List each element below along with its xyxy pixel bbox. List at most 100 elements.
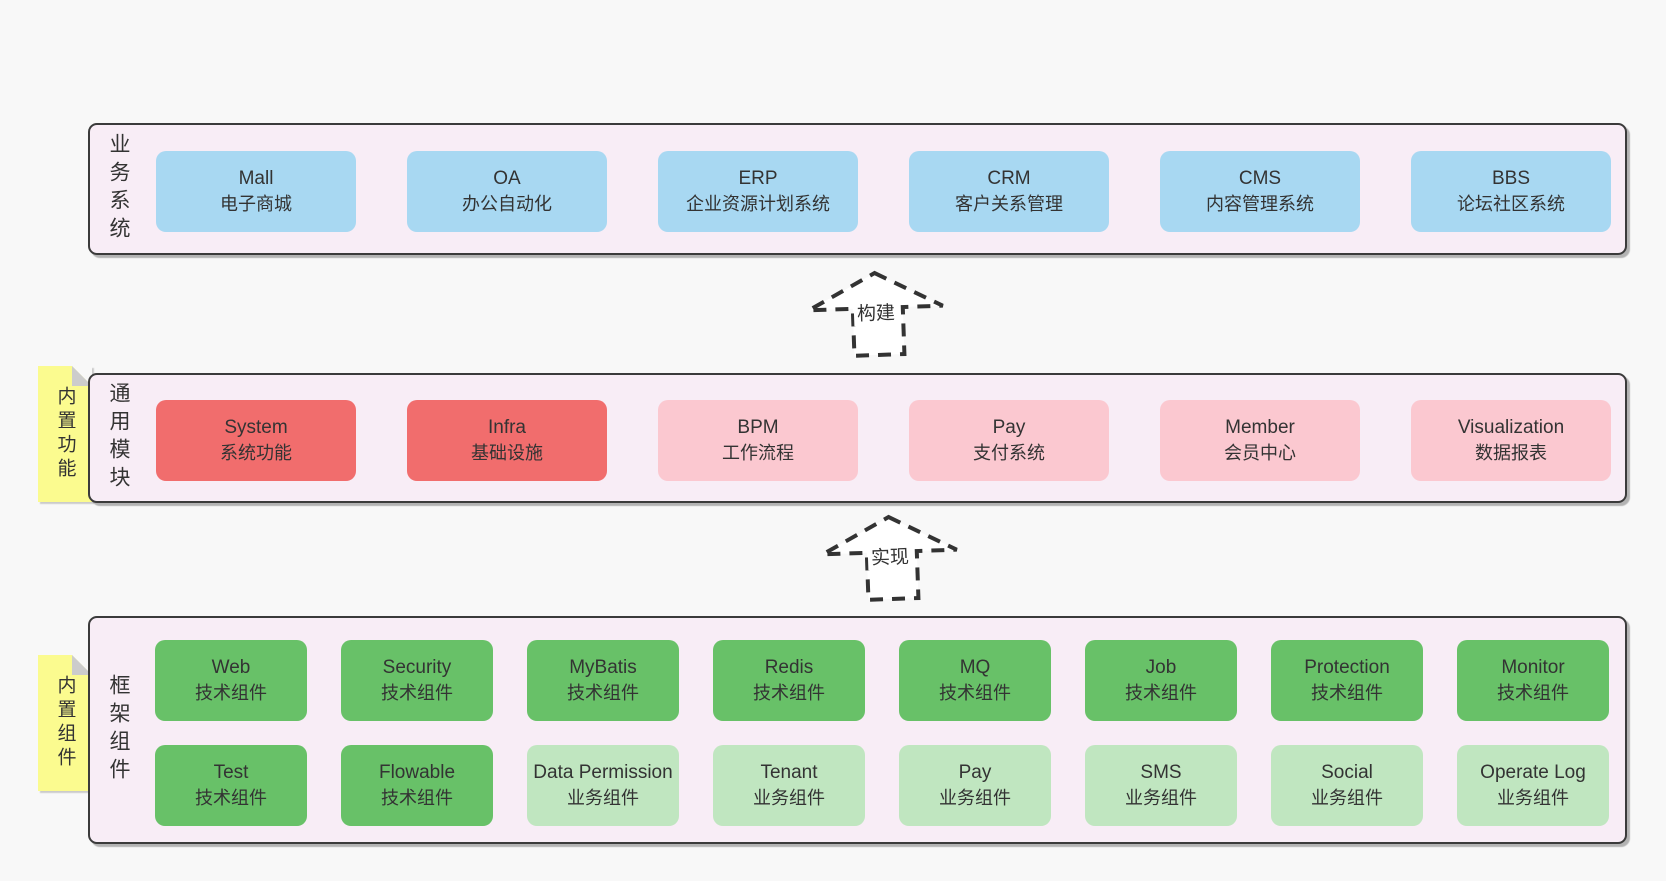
box-title: OA [493,167,521,189]
sticky-note-builtin-features: 内置功能 [38,366,92,502]
sticky-note-label: 内置组件 [54,675,76,771]
box-subtitle: 技术组件 [1497,683,1569,704]
box-subtitle: 技术组件 [195,683,267,704]
box-subtitle: 业务组件 [753,788,825,809]
box-subtitle: 内容管理系统 [1206,194,1314,215]
box-tenant: Tenant 业务组件 [713,745,865,826]
box-subtitle: 技术组件 [381,683,453,704]
box-mall: Mall 电子商城 [156,151,356,232]
box-subtitle: 系统功能 [220,443,292,464]
components-box-row-2: Test 技术组件 Flowable 技术组件 Data Permission … [155,745,1609,826]
box-subtitle: 业务组件 [1125,788,1197,809]
box-title: Visualization [1457,416,1565,438]
implement-arrow: 实现 [819,512,962,605]
box-subtitle: 技术组件 [939,683,1011,704]
box-title: MyBatis [569,656,637,678]
box-title: Redis [764,656,814,678]
box-infra: Infra 基础设施 [407,400,607,481]
box-pay-component: Pay 业务组件 [899,745,1051,826]
box-title: Pay [958,761,992,783]
box-security: Security 技术组件 [341,640,493,721]
layer-framework-components: 框架组件 Web 技术组件 Security 技术组件 MyBatis 技术组件… [88,616,1627,844]
layer-label: 业务系统 [107,133,130,245]
box-system: System 系统功能 [156,400,356,481]
box-subtitle: 办公自动化 [462,194,552,215]
build-arrow: 构建 [805,268,948,361]
build-arrow-label: 构建 [853,297,899,327]
box-title: Pay [992,416,1026,438]
box-title: System [224,416,288,438]
layer-label: 通用模块 [107,382,130,494]
box-social: Social 业务组件 [1271,745,1423,826]
box-title: MQ [959,656,991,678]
box-title: CRM [987,167,1031,189]
box-title: Member [1225,416,1295,438]
box-title: BPM [737,416,779,438]
sticky-note-label: 内置功能 [54,386,76,482]
box-subtitle: 论坛社区系统 [1457,194,1565,215]
box-title: Protection [1304,656,1390,678]
box-title: CMS [1238,167,1282,189]
box-subtitle: 工作流程 [722,443,794,464]
box-data-permission: Data Permission 业务组件 [527,745,679,826]
box-mq: MQ 技术组件 [899,640,1051,721]
box-title: SMS [1140,761,1182,783]
box-subtitle: 客户关系管理 [955,194,1063,215]
layer-label: 框架组件 [107,674,130,786]
box-subtitle: 会员中心 [1224,443,1296,464]
business-box-row: Mall 电子商城 OA 办公自动化 ERP 企业资源计划系统 CRM 客户关系… [156,151,1611,232]
box-bpm: BPM 工作流程 [658,400,858,481]
box-visualization: Visualization 数据报表 [1411,400,1611,481]
box-subtitle: 业务组件 [1497,788,1569,809]
box-cms: CMS 内容管理系统 [1160,151,1360,232]
layer-common-modules: 通用模块 System 系统功能 Infra 基础设施 BPM 工作流程 Pay… [88,373,1627,503]
box-mybatis: MyBatis 技术组件 [527,640,679,721]
box-operate-log: Operate Log 业务组件 [1457,745,1609,826]
box-subtitle: 业务组件 [939,788,1011,809]
layer-business-systems: 业务系统 Mall 电子商城 OA 办公自动化 ERP 企业资源计划系统 CRM… [88,123,1627,255]
box-title: Social [1321,761,1373,783]
box-subtitle: 技术组件 [753,683,825,704]
sticky-note-builtin-components: 内置组件 [38,655,92,791]
box-title: BBS [1491,167,1531,189]
box-subtitle: 数据报表 [1475,443,1547,464]
box-web: Web 技术组件 [155,640,307,721]
box-job: Job 技术组件 [1085,640,1237,721]
implement-arrow-label: 实现 [867,541,913,571]
box-redis: Redis 技术组件 [713,640,865,721]
box-subtitle: 业务组件 [1311,788,1383,809]
box-pay-system: Pay 支付系统 [909,400,1109,481]
box-subtitle: 业务组件 [567,788,639,809]
box-subtitle: 企业资源计划系统 [686,194,830,215]
box-subtitle: 电子商城 [220,194,292,215]
box-subtitle: 基础设施 [471,443,543,464]
box-subtitle: 技术组件 [1311,683,1383,704]
box-title: Operate Log [1480,761,1586,783]
modules-box-row: System 系统功能 Infra 基础设施 BPM 工作流程 Pay 支付系统… [156,400,1611,481]
box-erp: ERP 企业资源计划系统 [658,151,858,232]
components-box-row-1: Web 技术组件 Security 技术组件 MyBatis 技术组件 Redi… [155,640,1609,721]
box-member: Member 会员中心 [1160,400,1360,481]
box-title: Tenant [760,761,818,783]
box-title: Test [213,761,249,783]
box-oa: OA 办公自动化 [407,151,607,232]
box-sms: SMS 业务组件 [1085,745,1237,826]
box-crm: CRM 客户关系管理 [909,151,1109,232]
box-subtitle: 技术组件 [195,788,267,809]
box-title: Web [211,656,251,678]
box-title: Data Permission [533,761,673,783]
box-title: Flowable [378,761,456,783]
box-title: Security [382,656,452,678]
box-title: Mall [238,167,274,189]
box-subtitle: 支付系统 [973,443,1045,464]
box-title: Job [1145,656,1177,678]
box-flowable: Flowable 技术组件 [341,745,493,826]
box-subtitle: 技术组件 [381,788,453,809]
box-subtitle: 技术组件 [567,683,639,704]
box-test: Test 技术组件 [155,745,307,826]
box-subtitle: 技术组件 [1125,683,1197,704]
box-monitor: Monitor 技术组件 [1457,640,1609,721]
box-title: ERP [738,167,778,189]
box-title: Infra [487,416,527,438]
box-bbs: BBS 论坛社区系统 [1411,151,1611,232]
